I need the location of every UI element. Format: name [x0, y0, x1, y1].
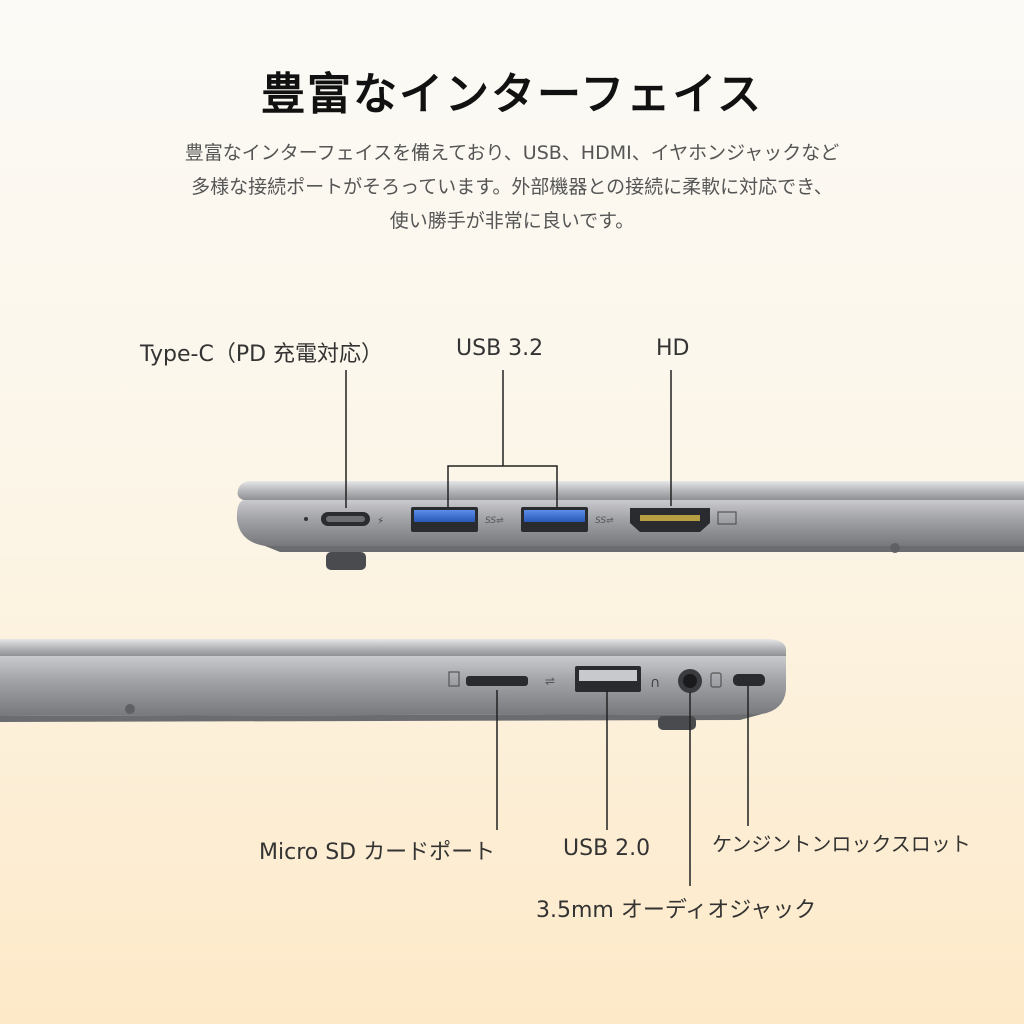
svg-text:⚡: ⚡ — [377, 516, 384, 527]
label-microsd: Micro SD カードポート — [259, 840, 496, 865]
label-usb20: USB 2.0 — [563, 836, 651, 861]
page-title: 豊富なインターフェイス — [260, 69, 764, 120]
svg-text:SS⇌: SS⇌ — [595, 516, 614, 526]
description: 豊富なインターフェイスを備えており、USB、HDMI、イヤホンジャックなど 多様… — [100, 136, 924, 238]
svg-text:SS⇌: SS⇌ — [485, 516, 504, 526]
label-hd: HD — [656, 336, 690, 361]
laptop-right-side: ⇌ ∩ — [0, 639, 786, 730]
laptop-left-side: ⚡ SS⇌ SS⇌ — [236, 481, 1024, 570]
label-kensington: ケンジントンロックスロット — [712, 832, 971, 856]
label-usb32: USB 3.2 — [456, 336, 544, 361]
svg-text:⇌: ⇌ — [545, 674, 555, 688]
svg-text:∩: ∩ — [650, 675, 660, 691]
label-audio-jack: 3.5mm オーディオジャック — [536, 898, 817, 923]
description-line: 使い勝手が非常に良いです。 — [389, 210, 635, 232]
label-type-c: Type-C（PD 充電対応） — [140, 342, 384, 367]
bottom-leader-lines — [496, 686, 749, 886]
description-line: 豊富なインターフェイスを備えており、USB、HDMI、イヤホンジャックなど — [184, 142, 840, 164]
top-leader-lines — [345, 370, 672, 508]
description-line: 多様な接続ポートがそろっています。外部機器との接続に柔軟に対応でき、 — [191, 176, 833, 198]
